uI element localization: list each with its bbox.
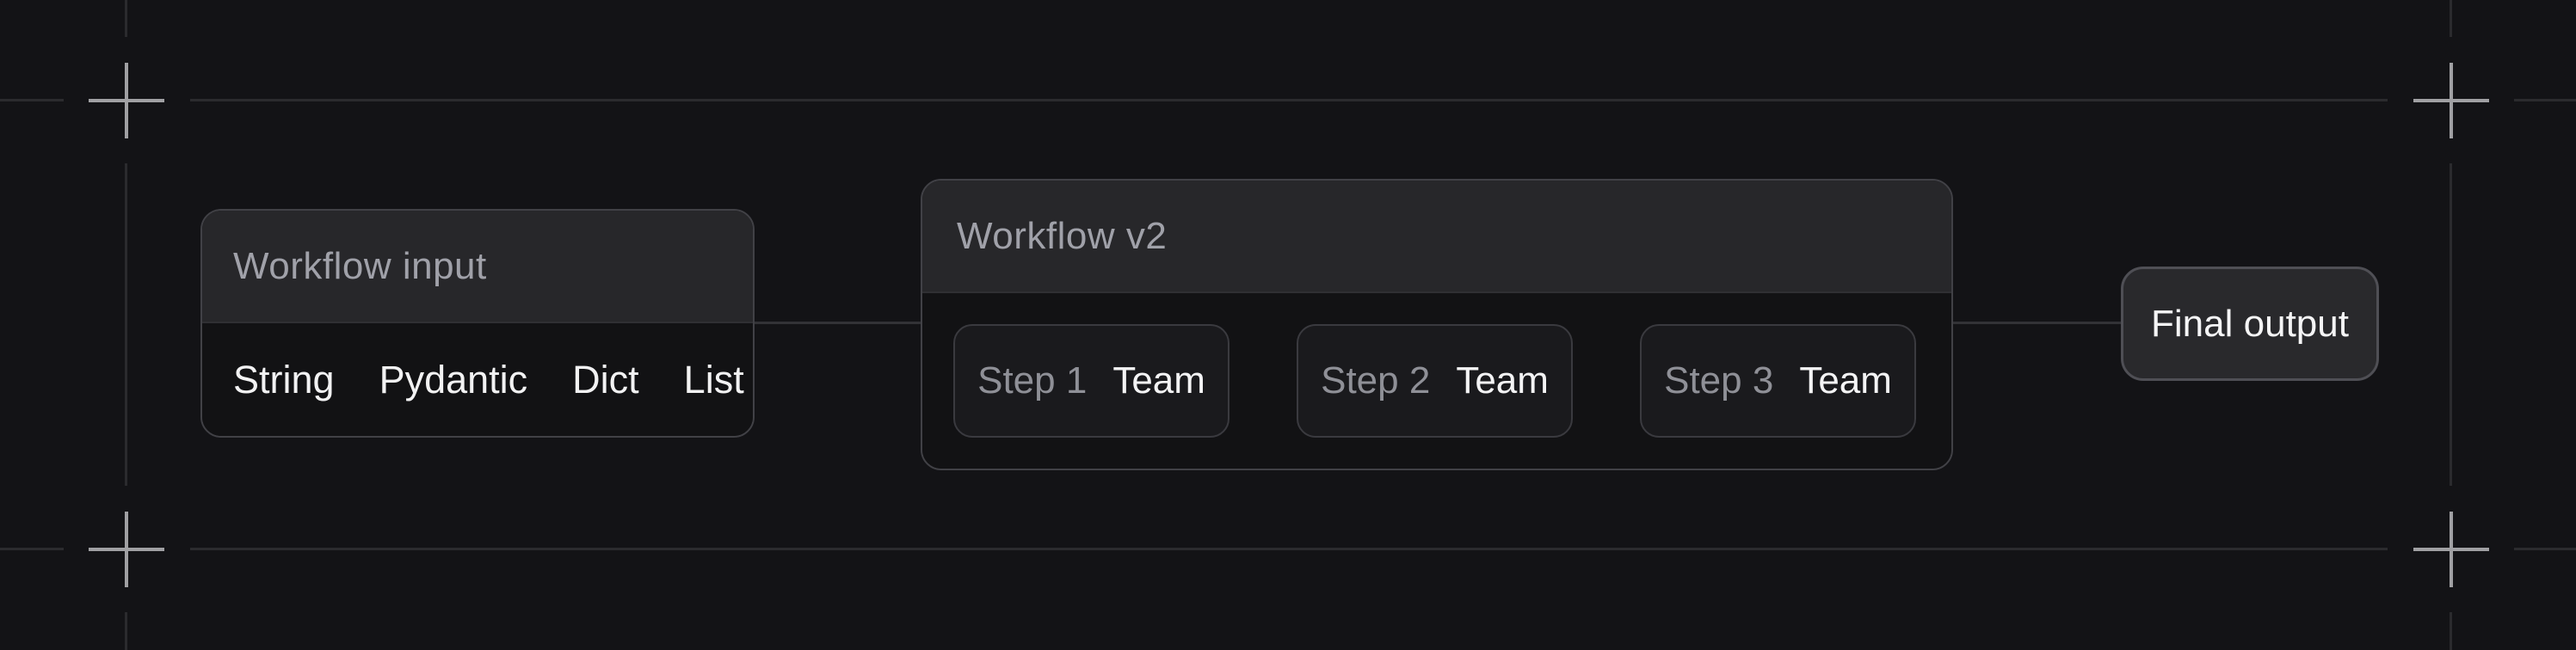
crosshair-plus-icon [89,63,164,138]
step-card: Step 2 Team [1297,324,1573,438]
step-card: Step 1 Team [953,324,1229,438]
step-name: Step 2 [1321,359,1431,402]
guide-line-vertical [125,163,127,486]
guide-line-vertical [2450,612,2452,650]
step-executor: Team [1456,359,1549,402]
workflow-input-title: Workflow input [233,244,487,287]
workflow-v2-header: Workflow v2 [922,181,1951,293]
workflow-input-node: Workflow input String Pydantic Dict List [200,209,755,438]
guide-line-vertical [125,0,127,37]
final-output-node: Final output [2121,267,2379,381]
guide-line-vertical [2450,0,2452,37]
input-type-label: List [683,357,744,402]
crosshair-plus-icon [89,512,164,587]
guide-line-horizontal [0,99,64,101]
guide-line-horizontal [2514,548,2576,550]
input-type-label: Dict [572,357,639,402]
workflow-input-header: Workflow input [202,211,753,323]
guide-line-horizontal [190,99,2388,101]
guide-line-horizontal [0,548,64,550]
step-card: Step 3 Team [1640,324,1916,438]
connector-line-workflow-to-output [1951,322,2123,324]
workflow-v2-body: Step 1 Team Step 2 Team Step 3 Team [922,293,1951,469]
guide-line-horizontal [190,548,2388,550]
step-name: Step 3 [1664,359,1774,402]
workflow-v2-node: Workflow v2 Step 1 Team Step 2 Team Step… [921,179,1953,470]
input-type-label: Pydantic [379,357,528,402]
step-executor: Team [1799,359,1892,402]
step-name: Step 1 [977,359,1088,402]
crosshair-plus-icon [2413,63,2489,138]
guide-line-vertical [2450,163,2452,486]
crosshair-plus-icon [2413,512,2489,587]
workflow-v2-title: Workflow v2 [957,214,1168,257]
guide-line-vertical [125,612,127,650]
step-executor: Team [1112,359,1205,402]
input-type-label: String [233,357,335,402]
guide-line-horizontal [2514,99,2576,101]
final-output-label: Final output [2151,302,2349,345]
connector-line-input-to-workflow [753,322,922,324]
workflow-input-body: String Pydantic Dict List [202,323,753,436]
